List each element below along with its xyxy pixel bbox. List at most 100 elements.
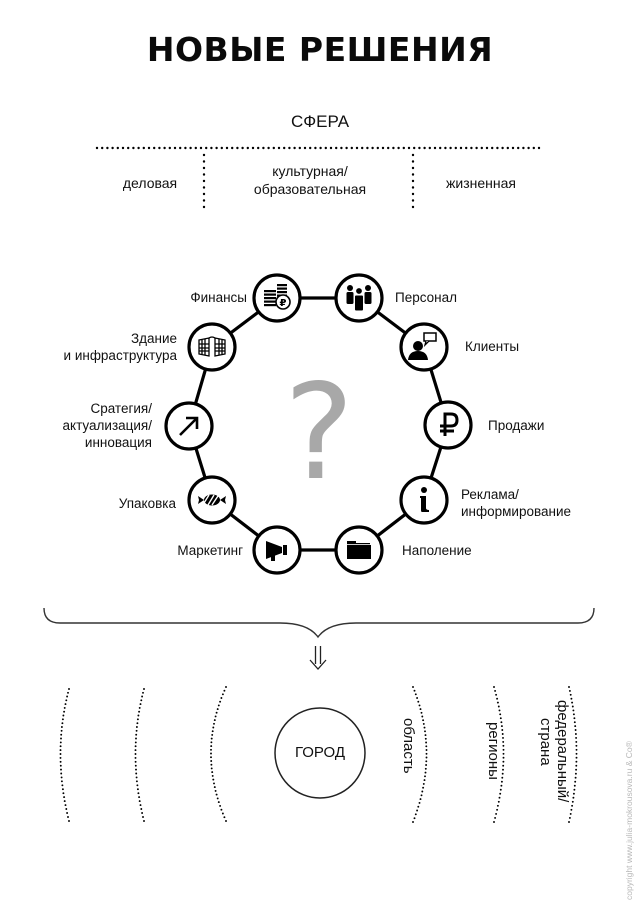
arc-region-dot <box>416 697 419 699</box>
arc-left-inner-dot <box>214 789 217 792</box>
node-packaging[interactable] <box>187 475 237 525</box>
arc-left-outer-dot <box>66 695 69 698</box>
arc-left-middle-dot <box>143 688 145 690</box>
arc-left-outer-dot <box>65 699 68 702</box>
node-content[interactable] <box>334 525 384 575</box>
arc-left-middle-dot <box>136 784 139 787</box>
arc-left-middle-dot <box>142 691 144 694</box>
arc-left-middle-dot <box>134 749 137 752</box>
grid-dot-horizontal <box>491 146 494 150</box>
arc-left-inner-dot <box>225 820 227 822</box>
grid-dot-horizontal <box>199 146 203 150</box>
grid-dot-horizontal <box>241 146 244 150</box>
arc-left-inner-dot <box>210 745 213 748</box>
arc-federal-dot <box>574 729 577 731</box>
arc-regions-dot <box>500 721 503 724</box>
arc-federal-dot <box>568 821 570 823</box>
arc-left-middle-dot <box>140 699 143 702</box>
arc-region-dot <box>421 715 424 718</box>
grid-dot-vertical <box>411 205 415 209</box>
arc-regions-dot <box>501 729 504 731</box>
arc-regions-dot <box>495 693 498 696</box>
grid-dot-vertical <box>202 192 206 196</box>
node-marketing[interactable] <box>252 525 302 575</box>
grid-dot-vertical <box>411 173 415 176</box>
node-finance[interactable]: ₽ <box>252 273 302 323</box>
arc-regions-dot <box>499 788 502 791</box>
arc-region-dot <box>420 711 423 714</box>
arc-left-outer-dot <box>61 722 64 725</box>
arc-left-outer-dot <box>59 745 62 748</box>
grid-dot-horizontal <box>335 146 338 150</box>
grid-dot-horizontal <box>522 146 525 150</box>
arc-federal-dot <box>573 721 576 724</box>
info-icon <box>420 487 429 512</box>
arc-left-inner-dot <box>211 774 214 777</box>
grid-dot-horizontal <box>319 146 322 150</box>
arc-region-dot <box>425 752 428 755</box>
arc-left-outer-dot <box>60 772 63 775</box>
node-sales[interactable] <box>423 400 473 450</box>
arc-federal-dot <box>574 776 577 779</box>
arc-region-dot <box>421 790 424 793</box>
arc-region-dot <box>412 686 414 688</box>
grid-dot-horizontal <box>142 146 145 150</box>
arc-region-dot <box>425 749 428 751</box>
arc-federal-dot <box>570 697 573 700</box>
grid-dot-horizontal <box>116 146 120 150</box>
label-strategy-line1: Сратегия/ <box>90 401 152 416</box>
grid-dot-horizontal <box>392 146 395 150</box>
grid-dot-horizontal <box>449 146 452 150</box>
node-advertising[interactable] <box>399 475 449 525</box>
label-strategy-line2: актуализация/ <box>62 418 152 433</box>
arc-region-dot <box>416 809 419 812</box>
arc-left-middle-dot <box>138 706 141 709</box>
arc-federal-dot <box>575 748 578 751</box>
category-cultural-line1: культурная/ <box>272 163 348 179</box>
arc-regions-dot <box>500 784 503 787</box>
arc-federal-dot <box>568 816 571 819</box>
node-personnel[interactable] <box>334 273 384 323</box>
arc-left-inner-dot <box>211 733 214 736</box>
arc-federal-dot <box>575 752 578 755</box>
grid-dot-horizontal <box>303 146 307 150</box>
grid-dot-vertical <box>202 179 206 183</box>
grid-dot-horizontal <box>272 146 275 150</box>
arc-left-outer-dot <box>60 726 63 728</box>
arc-left-outer-dot <box>66 812 69 814</box>
arc-left-outer-dot <box>60 768 62 771</box>
node-clients[interactable] <box>399 322 449 372</box>
arc-federal-dot <box>571 800 574 803</box>
arc-left-middle-dot <box>140 808 143 810</box>
grid-dot-horizontal <box>381 146 385 150</box>
arc-region-dot <box>417 700 420 703</box>
arc-left-middle-dot <box>135 729 138 732</box>
node-building[interactable] <box>187 322 237 372</box>
arc-left-inner-dot <box>220 808 223 811</box>
grid-dot-horizontal <box>407 146 411 150</box>
arc-federal-dot <box>572 792 575 795</box>
grid-dot-horizontal <box>277 146 281 150</box>
category-cultural-line2: образовательная <box>253 181 367 197</box>
arc-left-middle-dot <box>135 733 138 736</box>
arc-federal-dot <box>574 780 577 783</box>
arc-left-outer-dot <box>68 820 70 822</box>
arc-region-dot <box>413 817 416 820</box>
arc-left-inner-dot <box>210 756 212 759</box>
label-advertising: Реклама/ информирование <box>461 486 571 520</box>
grid-dot-vertical <box>411 153 415 157</box>
arc-regions-dot <box>502 740 505 743</box>
arc-left-outer-dot <box>60 776 63 779</box>
arc-left-inner-dot <box>210 748 212 751</box>
arc-regions-dot <box>501 733 504 735</box>
arc-left-inner-dot <box>223 689 226 692</box>
arc-left-inner-dot <box>220 697 223 699</box>
sphere-dotted-grid <box>95 146 541 209</box>
node-strategy[interactable] <box>164 401 214 451</box>
arc-region-dot <box>425 764 428 766</box>
arc-federal-dot <box>568 686 570 688</box>
arc-region-dot <box>422 722 425 725</box>
arc-federal-dot <box>575 736 578 739</box>
arc-left-inner-dot <box>210 741 213 744</box>
arc-left-outer-dot <box>60 780 63 783</box>
